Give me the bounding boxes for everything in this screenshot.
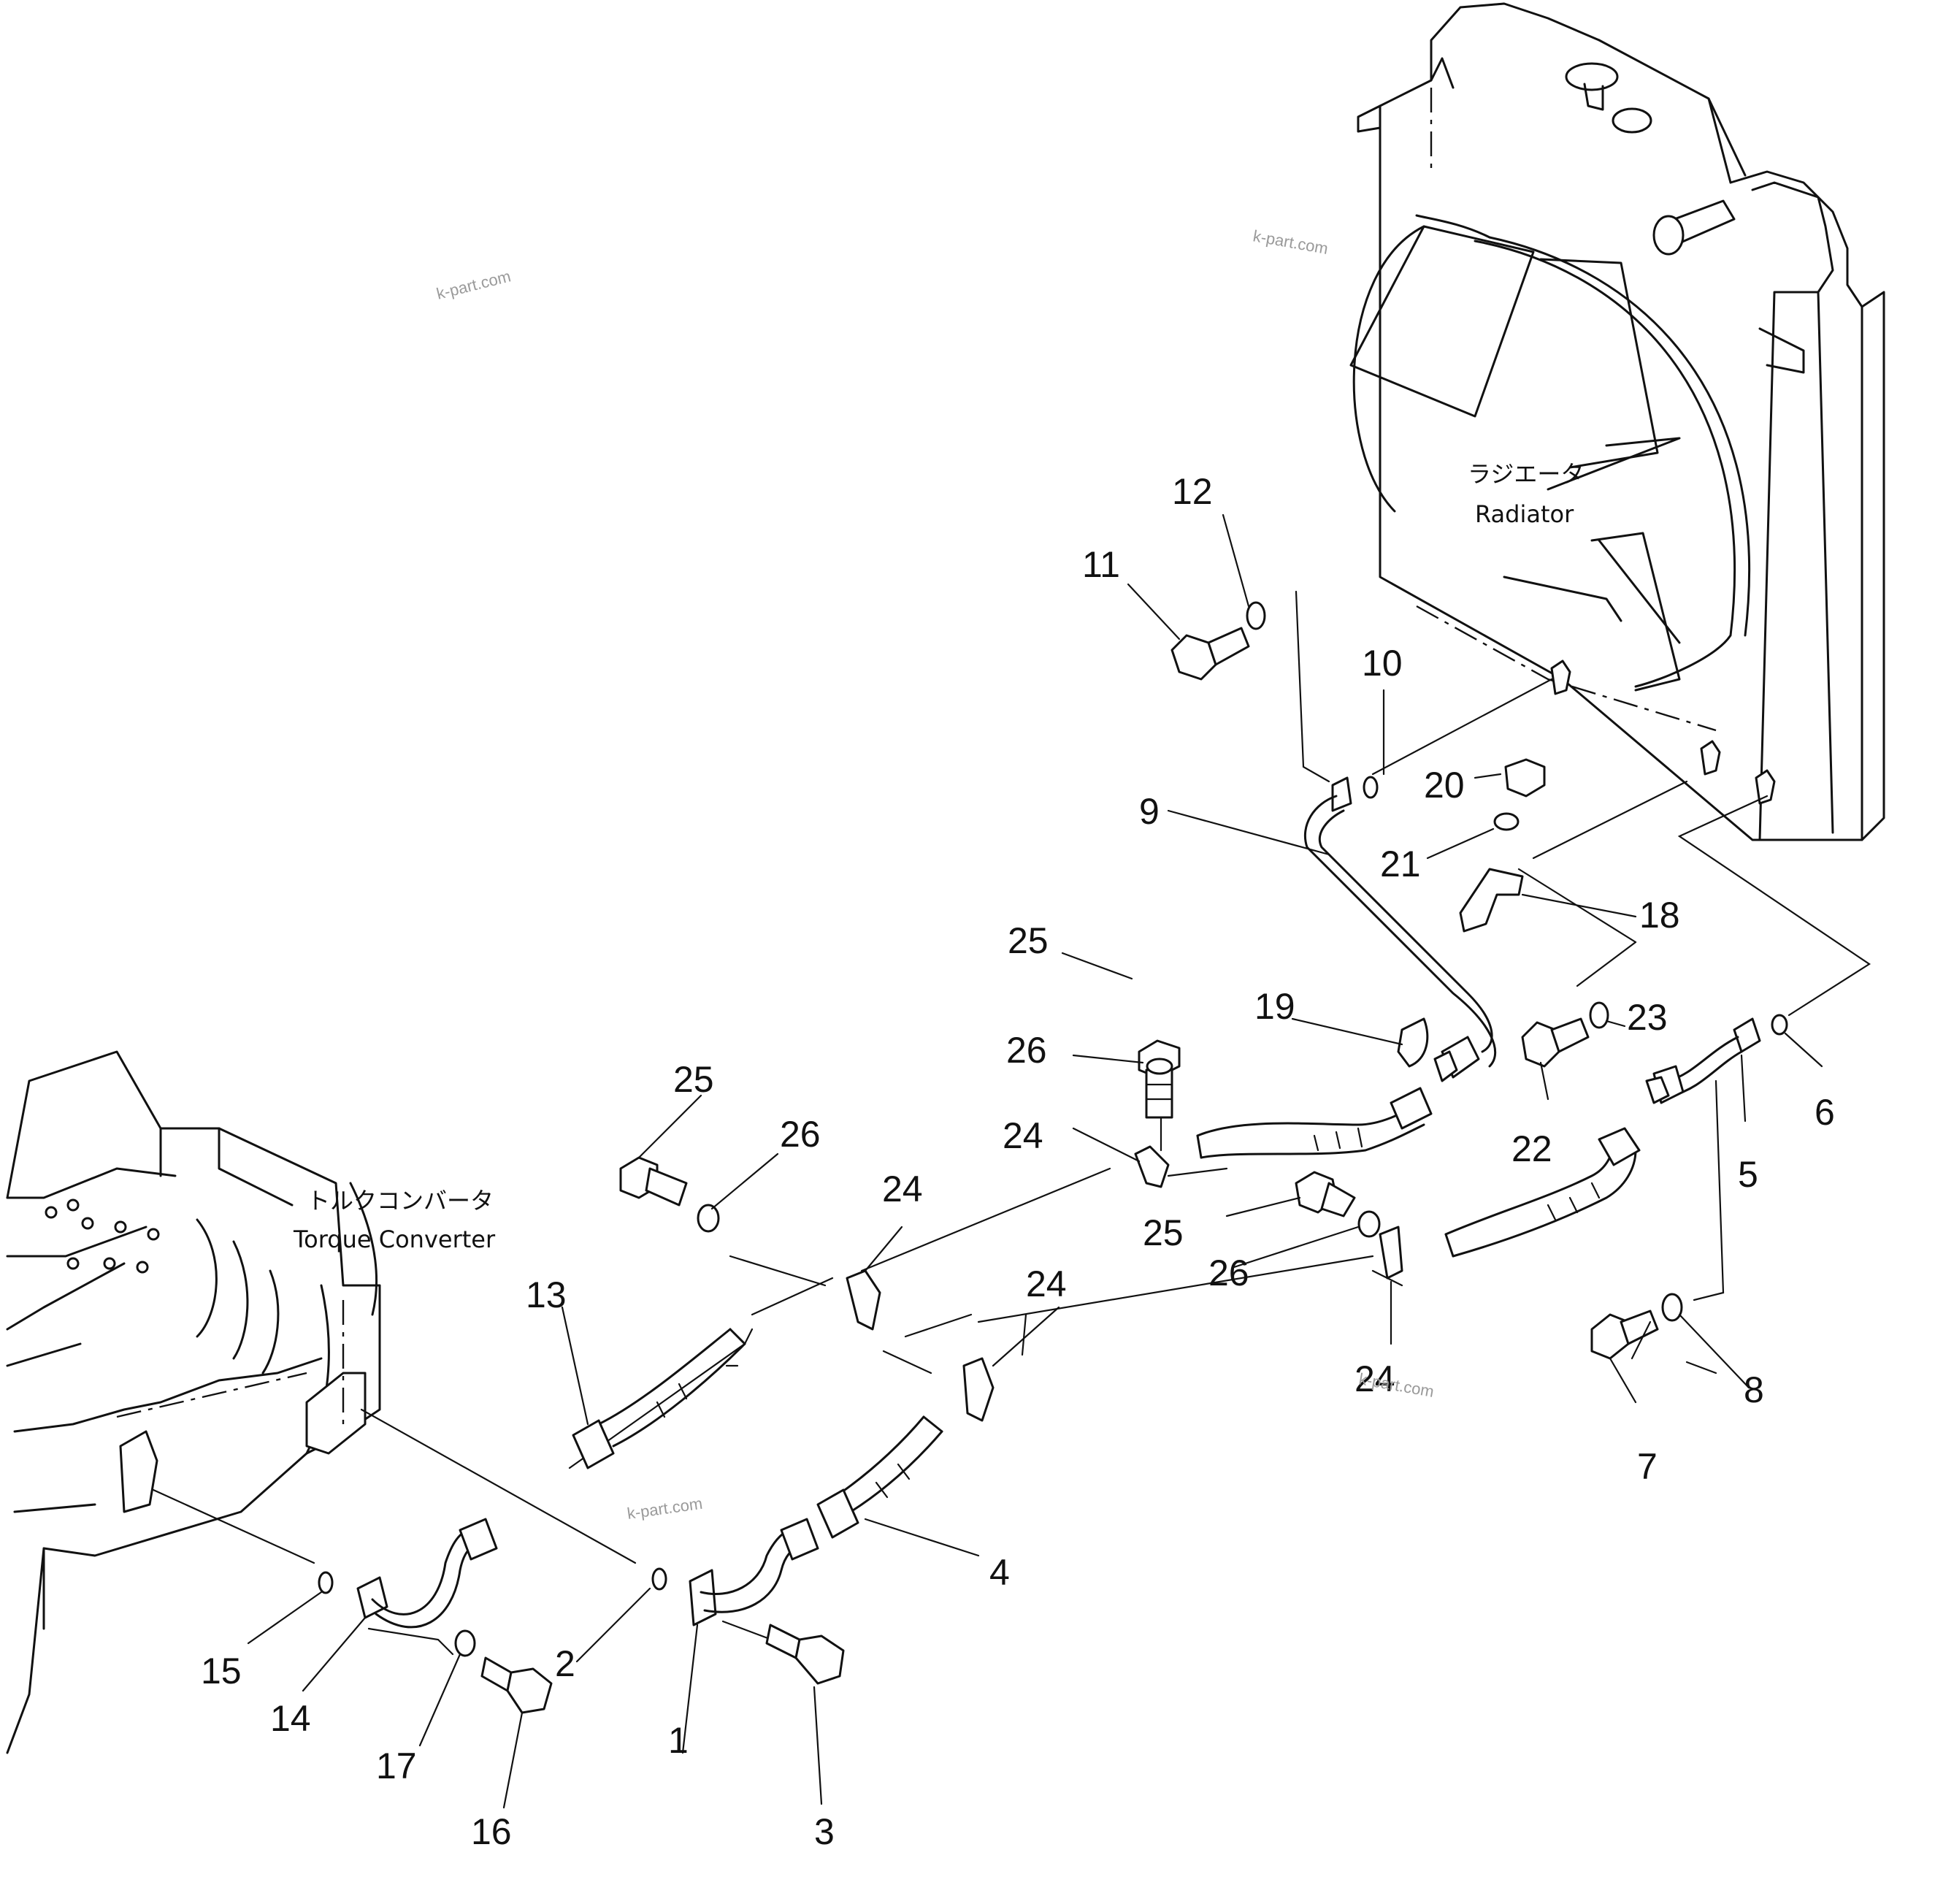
callout-24-b: 24 [882, 1169, 923, 1209]
callout-26-c: 26 [1208, 1253, 1249, 1293]
callout-12: 12 [1172, 471, 1213, 512]
callout-24-a: 24 [1003, 1115, 1043, 1156]
part-bolt-3 [765, 1624, 845, 1685]
callout-19: 19 [1254, 986, 1295, 1027]
callout-3: 3 [814, 1811, 835, 1852]
callout-13: 13 [526, 1274, 567, 1315]
callout-7: 7 [1637, 1446, 1658, 1487]
callout-9: 9 [1139, 791, 1160, 832]
part-bolt-16 [480, 1656, 553, 1714]
part-bolt-11 [1170, 627, 1250, 681]
part-oring-2 [651, 1567, 667, 1591]
torque-converter-assembly: トルクコンバータ Torque Converter [6, 1050, 496, 1754]
leader-lines [247, 513, 1823, 1809]
callout-2: 2 [555, 1643, 575, 1684]
part-bolt-25-upper [1138, 1039, 1181, 1119]
callout-25-c: 25 [1143, 1212, 1184, 1253]
callout-15: 15 [201, 1651, 242, 1691]
part-washer-26-upper [1146, 1058, 1173, 1075]
watermark-2: k-part.com [1252, 226, 1330, 258]
part-clamp-24-right [1379, 1226, 1403, 1280]
part-bolt-25-right [1295, 1171, 1356, 1217]
watermark-1: k-part.com [434, 267, 513, 302]
callout-4: 4 [989, 1552, 1010, 1593]
torque-converter-label-jp: トルクコンバータ [307, 1187, 494, 1215]
parts [318, 601, 1788, 1714]
watermark-4: k-part.com [626, 1494, 703, 1523]
part-pipe-9 [1303, 776, 1497, 1082]
part-pipe-14 [356, 1518, 498, 1629]
part-nut-20 [1504, 758, 1546, 798]
part-clamp-24-upper [1134, 1145, 1170, 1188]
callouts: 12 11 10 20 9 21 18 25 19 23 26 6 24 22 … [201, 471, 1835, 1852]
part-pipe-5 [1645, 1017, 1761, 1104]
callout-17: 17 [376, 1746, 417, 1786]
torque-converter-label-en: Torque Converter [293, 1226, 496, 1253]
radiator-label-jp: ラジエータ [1468, 460, 1584, 488]
watermarks: k-part.com k-part.com k-part.com k-part.… [434, 226, 1436, 1523]
part-washer-8 [1661, 1293, 1683, 1322]
part-pipe-1 [689, 1518, 819, 1626]
callout-26-a: 26 [1006, 1030, 1047, 1071]
part-washer-17 [454, 1629, 476, 1657]
radiator-assembly: ラジエータ Radiator [1349, 2, 1885, 841]
part-hose-13 [572, 1328, 746, 1469]
callout-22: 22 [1511, 1128, 1552, 1169]
callout-1: 1 [668, 1720, 689, 1761]
part-oring-6 [1771, 1014, 1788, 1036]
callout-20: 20 [1424, 765, 1465, 806]
part-washer-23 [1589, 1001, 1609, 1029]
part-washer-26-right [1357, 1210, 1381, 1238]
callout-6: 6 [1815, 1092, 1835, 1133]
part-oring-15 [318, 1571, 334, 1594]
part-bracket-18 [1459, 868, 1524, 933]
callout-16: 16 [471, 1811, 512, 1852]
callout-5: 5 [1738, 1154, 1758, 1195]
callout-11: 11 [1082, 544, 1120, 585]
callout-21: 21 [1380, 844, 1421, 884]
callout-25-a: 25 [1008, 920, 1049, 961]
part-bolt-22 [1521, 1017, 1590, 1068]
part-clamp-24-mid [846, 1269, 881, 1331]
part-clamp-24-lower [962, 1357, 995, 1422]
callout-24-c: 24 [1026, 1263, 1067, 1304]
part-washer-21 [1493, 812, 1520, 831]
part-oring-10 [1363, 776, 1379, 799]
part-washer-12 [1246, 601, 1266, 630]
radiator-label-en: Radiator [1475, 500, 1574, 528]
callout-14: 14 [270, 1698, 311, 1739]
part-elbow-19 [1397, 1017, 1429, 1068]
part-washer-26-left [697, 1204, 720, 1233]
callout-23: 23 [1627, 997, 1668, 1038]
part-hose-upper [1196, 1087, 1433, 1159]
callout-25-b: 25 [673, 1059, 714, 1100]
callout-18: 18 [1639, 895, 1680, 936]
part-bolt-7 [1590, 1310, 1659, 1360]
part-hose-lower [1444, 1127, 1641, 1258]
callout-8: 8 [1744, 1369, 1764, 1410]
part-bolt-25-left [619, 1156, 688, 1207]
callout-26-b: 26 [780, 1114, 821, 1155]
callout-10: 10 [1362, 643, 1403, 684]
callout-24-d: 24 [1354, 1358, 1395, 1399]
part-hose-4 [816, 1415, 943, 1539]
